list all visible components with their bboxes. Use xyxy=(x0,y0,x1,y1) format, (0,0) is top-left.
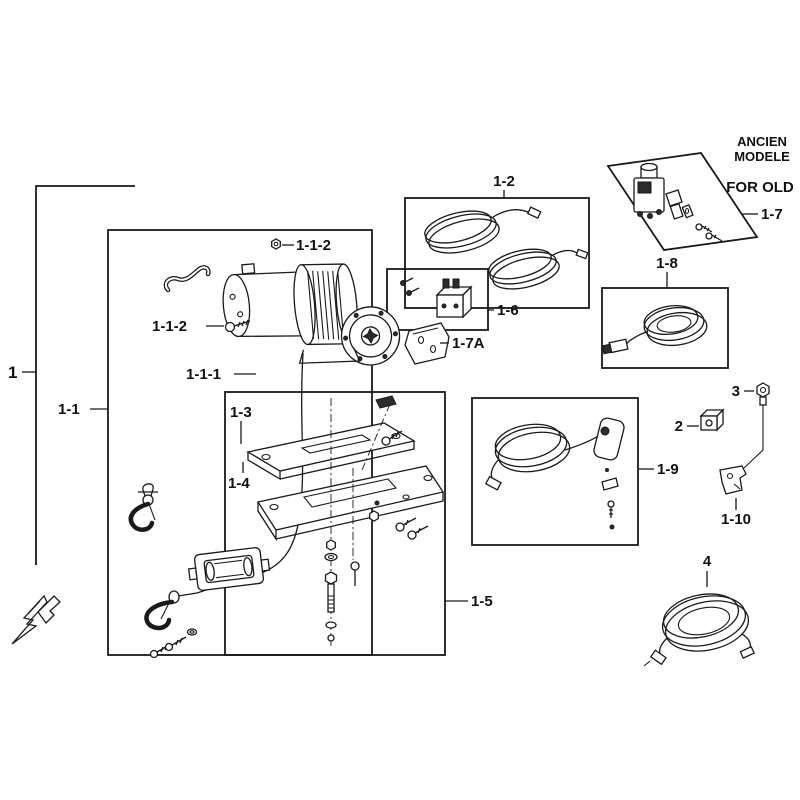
callout-1-1: 1-1 xyxy=(58,401,80,418)
old-model-fr-line1: ANCIEN xyxy=(737,134,787,149)
nut-1-1-2-top xyxy=(271,238,281,250)
callout-1-2: 1-2 xyxy=(493,173,515,190)
cable-coil-1-2-a xyxy=(424,206,542,254)
winch-gearbox xyxy=(340,306,401,366)
mount-plate-1-4 xyxy=(256,465,445,542)
winch-assembly xyxy=(222,263,401,366)
callout-1-8: 1-8 xyxy=(656,255,678,272)
callout-1-7A: 1-7A xyxy=(452,335,485,352)
box-part-1-9 xyxy=(471,397,639,546)
group-boxes xyxy=(35,152,759,656)
cable-coil-1-2-b xyxy=(488,248,589,290)
hook-upper xyxy=(128,483,158,532)
callout-1-7: 1-7 xyxy=(761,206,783,223)
callout-2: 2 xyxy=(675,418,683,435)
callout-3: 3 xyxy=(732,383,740,400)
winch-foot xyxy=(298,347,361,364)
part-1-6-breaker xyxy=(400,277,473,319)
callout-1: 1 xyxy=(8,363,17,382)
callout-1-5: 1-5 xyxy=(471,593,493,610)
part-3-bolt xyxy=(756,382,770,406)
part-1-7A-gasket xyxy=(404,322,450,365)
callout-1-3: 1-3 xyxy=(230,404,252,421)
link-line-right xyxy=(743,404,764,469)
roller-fairlead xyxy=(187,547,271,591)
cable-coil-4 xyxy=(643,593,755,667)
part-1-10-bracket xyxy=(719,465,747,495)
hook-lower xyxy=(144,590,180,631)
callout-4: 4 xyxy=(703,553,712,570)
callout-1-1-2-side: 1-1-2 xyxy=(152,318,187,335)
callout-1-10: 1-10 xyxy=(721,511,751,528)
bracket-part-1 xyxy=(35,185,135,565)
bolt-1-1-2-side xyxy=(224,319,251,333)
callout-1-1-2-top: 1-1-2 xyxy=(296,237,331,254)
callout-1-6: 1-6 xyxy=(497,302,519,319)
leader-lines xyxy=(22,190,758,602)
callout-labels: 1 1-1 1-1-2 1-1-2 1-1-1 1-2 1-3 1-4 1-5 … xyxy=(8,173,783,610)
lightning-mark xyxy=(11,594,61,645)
callout-1-9: 1-9 xyxy=(657,461,679,478)
old-model-en: FOR OLD xyxy=(726,179,794,196)
winch-motor xyxy=(222,263,303,338)
remote-control-1-9 xyxy=(484,417,625,530)
callout-1-4: 1-4 xyxy=(228,475,250,492)
screws-bottom-left xyxy=(149,628,198,659)
box-part-1-5 xyxy=(224,391,446,656)
fasteners-1-5 xyxy=(324,395,429,642)
cable-coil-1-8 xyxy=(601,304,708,355)
box-part-1-8 xyxy=(601,287,729,369)
old-model-fr-line2: MODELE xyxy=(734,149,790,164)
box-part-1-2 xyxy=(404,197,590,309)
part-2-nut xyxy=(699,408,725,432)
old-model-note: ANCIEN MODELE FOR OLD xyxy=(726,134,794,196)
box-part-1-7 xyxy=(606,152,759,251)
clutch-handle xyxy=(163,265,211,293)
callout-1-1-1: 1-1-1 xyxy=(186,366,221,383)
part-1-7-contactor xyxy=(633,162,723,242)
